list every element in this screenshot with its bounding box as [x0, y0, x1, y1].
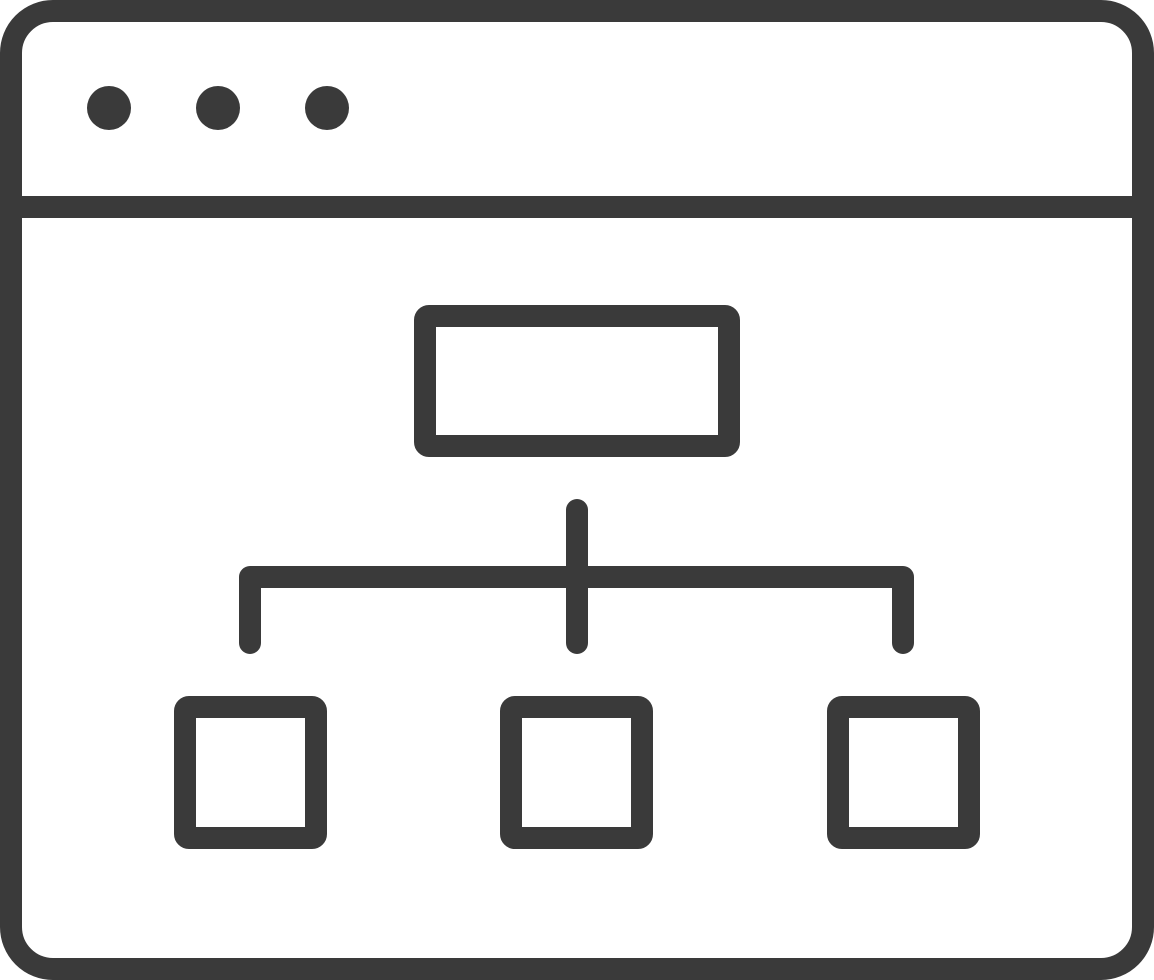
window-controls [87, 86, 349, 130]
sitemap-branch-line [239, 566, 914, 654]
sitemap-child-node [500, 696, 653, 849]
window-dot [305, 86, 349, 130]
window-dot [196, 86, 240, 130]
sitemap-child-node [174, 696, 327, 849]
sitemap-diagram [174, 305, 980, 849]
window-dot [87, 86, 131, 130]
sitemap-root-node [414, 305, 740, 457]
sitemap-child-node [827, 696, 980, 849]
